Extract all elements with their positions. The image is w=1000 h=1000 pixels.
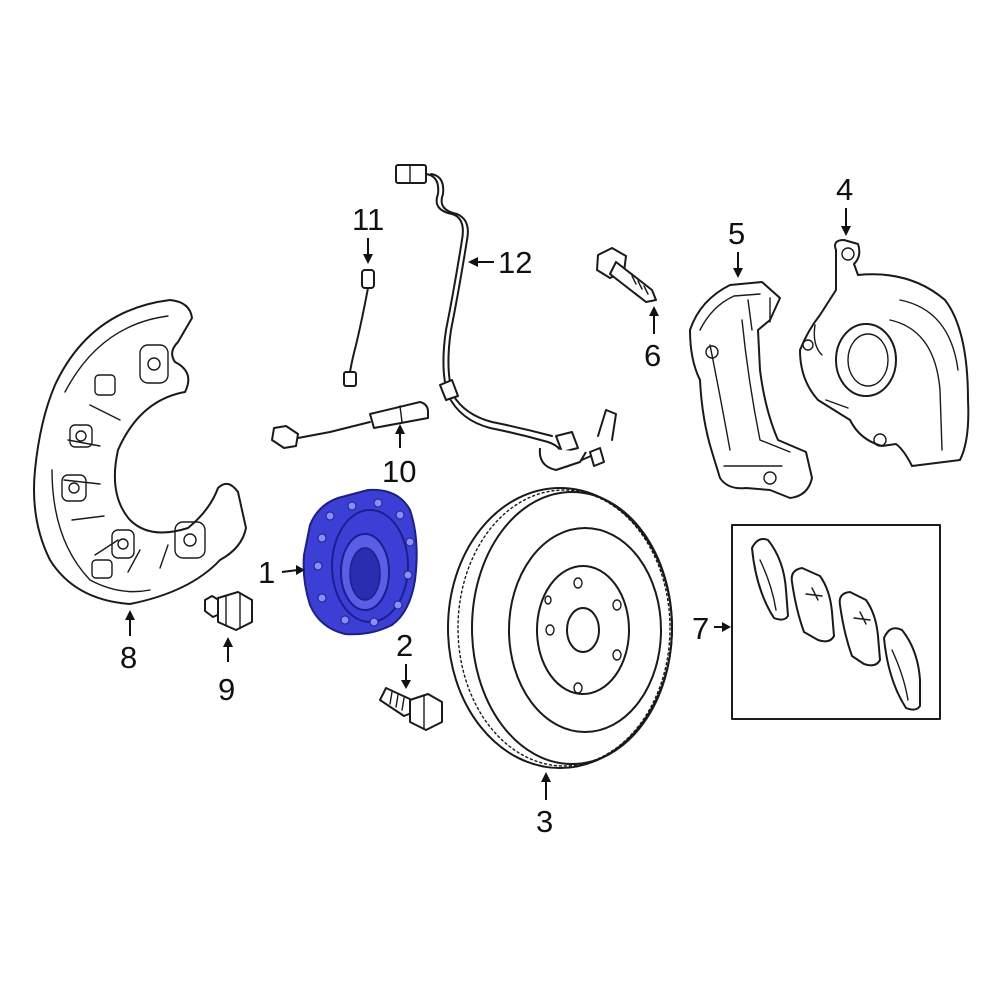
callout-12: 12 (498, 245, 532, 280)
hub-bolt-part[interactable] (379, 687, 443, 731)
callout-10: 10 (382, 454, 416, 489)
brake-pads-part[interactable] (731, 524, 941, 720)
callout-2: 2 (396, 628, 413, 663)
callout-6: 6 (644, 338, 661, 373)
callout-4: 4 (836, 172, 853, 207)
callout-7: 7 (692, 611, 709, 646)
wear-sensor-part[interactable] (343, 269, 375, 387)
callout-9: 9 (218, 672, 235, 707)
dust-shield-part[interactable] (33, 299, 247, 605)
shield-bolt-part[interactable] (204, 591, 253, 631)
callout-5: 5 (728, 216, 745, 251)
brake-rotor-part[interactable] (447, 487, 673, 769)
callout-arrows (125, 208, 851, 800)
callout-3: 3 (536, 804, 553, 839)
wheel-hub-part[interactable] (302, 488, 418, 636)
caliper-bolt-part[interactable] (596, 247, 657, 303)
callout-labels: 1 2 3 4 5 6 7 8 9 10 11 12 (120, 172, 853, 839)
callout-8: 8 (120, 640, 137, 675)
abs-sensor-wire-part[interactable] (395, 164, 617, 471)
callout-11: 11 (352, 202, 384, 237)
wear-sensor-lower-part[interactable] (271, 401, 429, 449)
caliper-bracket-part[interactable] (689, 281, 813, 499)
callout-1: 1 (258, 555, 275, 590)
brake-caliper-part[interactable] (799, 239, 970, 467)
